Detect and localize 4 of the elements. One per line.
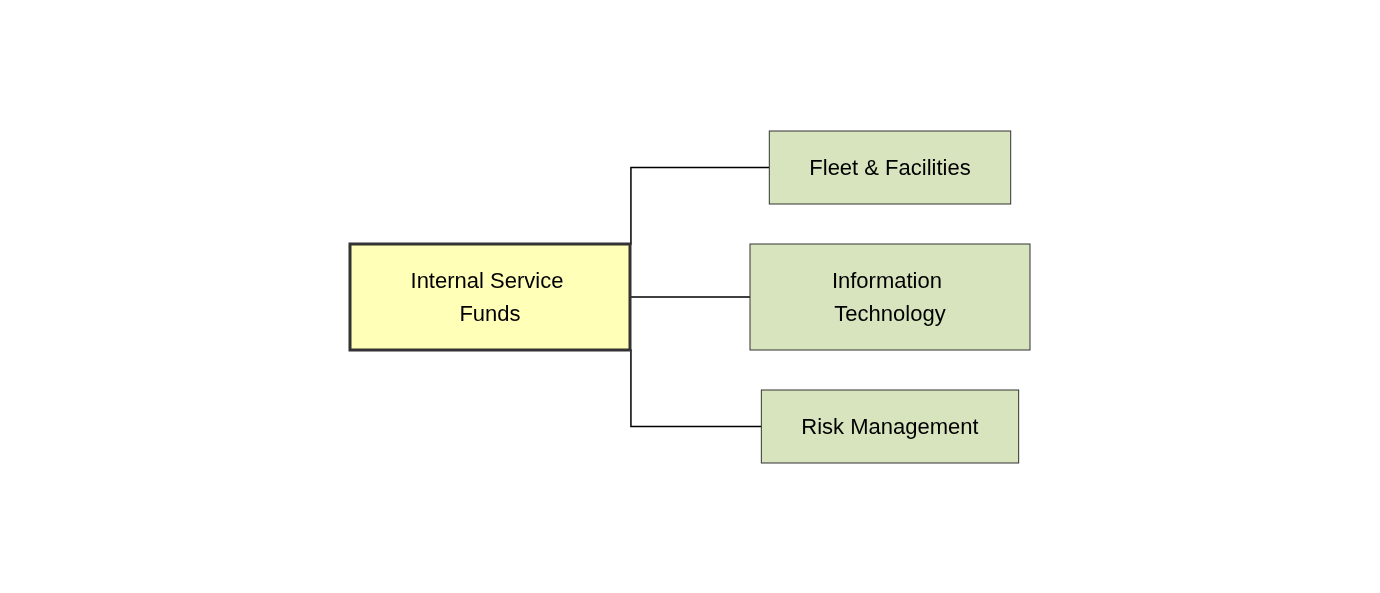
node-box: Risk Management [760, 389, 1020, 463]
node-box: Fleet & Facilities [768, 130, 1012, 204]
node-box: Information Technology [749, 243, 1031, 350]
node-box: Internal Service Funds [348, 242, 632, 351]
